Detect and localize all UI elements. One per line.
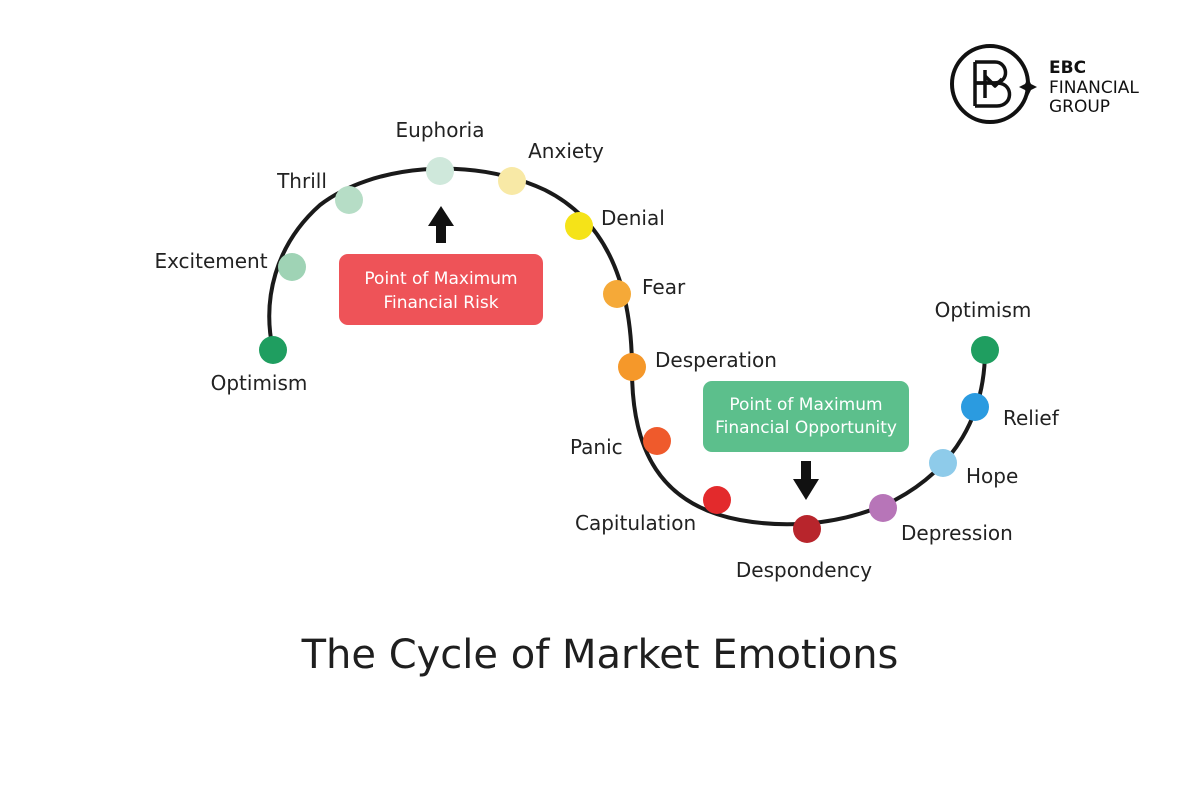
- up-arrow-icon: [428, 206, 454, 243]
- logo-sparkle-icon: [1019, 78, 1037, 96]
- stage-label-panic: Panic: [570, 435, 623, 459]
- logo-line2: FINANCIAL: [1049, 78, 1139, 98]
- stage-label-capitulation: Capitulation: [575, 511, 696, 535]
- stage-dot-capitulation: [703, 486, 731, 514]
- stage-dot-anxiety: [498, 167, 526, 195]
- logo-line1: EBC: [1049, 58, 1086, 78]
- max-opportunity-line1: Point of Maximum: [729, 395, 882, 415]
- stage-dot-relief: [961, 393, 989, 421]
- max-risk-line2: Financial Risk: [383, 293, 498, 313]
- stage-dot-optimism-end: [971, 336, 999, 364]
- stage-dot-desperation: [618, 353, 646, 381]
- page-title: The Cycle of Market Emotions: [301, 632, 899, 678]
- ebc-logo: EBC FINANCIAL GROUP: [950, 44, 1139, 124]
- stage-label-euphoria: Euphoria: [396, 118, 485, 142]
- stage-dot-excitement: [278, 253, 306, 281]
- stage-label-hope: Hope: [966, 464, 1018, 488]
- max-opportunity-callout: Point of Maximum Financial Opportunity: [703, 381, 909, 452]
- stage-label-depression: Depression: [901, 521, 1013, 545]
- max-opportunity-line2: Financial Opportunity: [715, 418, 897, 438]
- stage-dot-fear: [603, 280, 631, 308]
- stage-label-optimism-start: Optimism: [211, 371, 308, 395]
- stage-label-anxiety: Anxiety: [528, 139, 604, 163]
- stage-label-desperation: Desperation: [655, 348, 777, 372]
- stage-label-despondency: Despondency: [736, 558, 872, 582]
- stage-label-excitement: Excitement: [154, 249, 267, 273]
- stage-dot-despondency: [793, 515, 821, 543]
- stage-label-thrill: Thrill: [276, 169, 327, 193]
- max-risk-callout: Point of Maximum Financial Risk: [339, 254, 543, 325]
- max-opportunity-box: [703, 381, 909, 452]
- stage-label-fear: Fear: [642, 275, 686, 299]
- stage-dot-optimism-start: [259, 336, 287, 364]
- stage-dot-hope: [929, 449, 957, 477]
- stage-label-denial: Denial: [601, 206, 665, 230]
- stage-label-relief: Relief: [1003, 406, 1060, 430]
- stage-dot-euphoria: [426, 157, 454, 185]
- stage-dot-denial: [565, 212, 593, 240]
- stage-dot-panic: [643, 427, 671, 455]
- max-risk-line1: Point of Maximum: [364, 269, 517, 289]
- down-arrow-icon: [793, 461, 819, 500]
- logo-monogram-icon: [973, 60, 1012, 108]
- stage-dot-depression: [869, 494, 897, 522]
- stage-label-optimism-end: Optimism: [935, 298, 1032, 322]
- max-risk-box: [339, 254, 543, 325]
- stage-dot-thrill: [335, 186, 363, 214]
- logo-line3: GROUP: [1049, 97, 1110, 117]
